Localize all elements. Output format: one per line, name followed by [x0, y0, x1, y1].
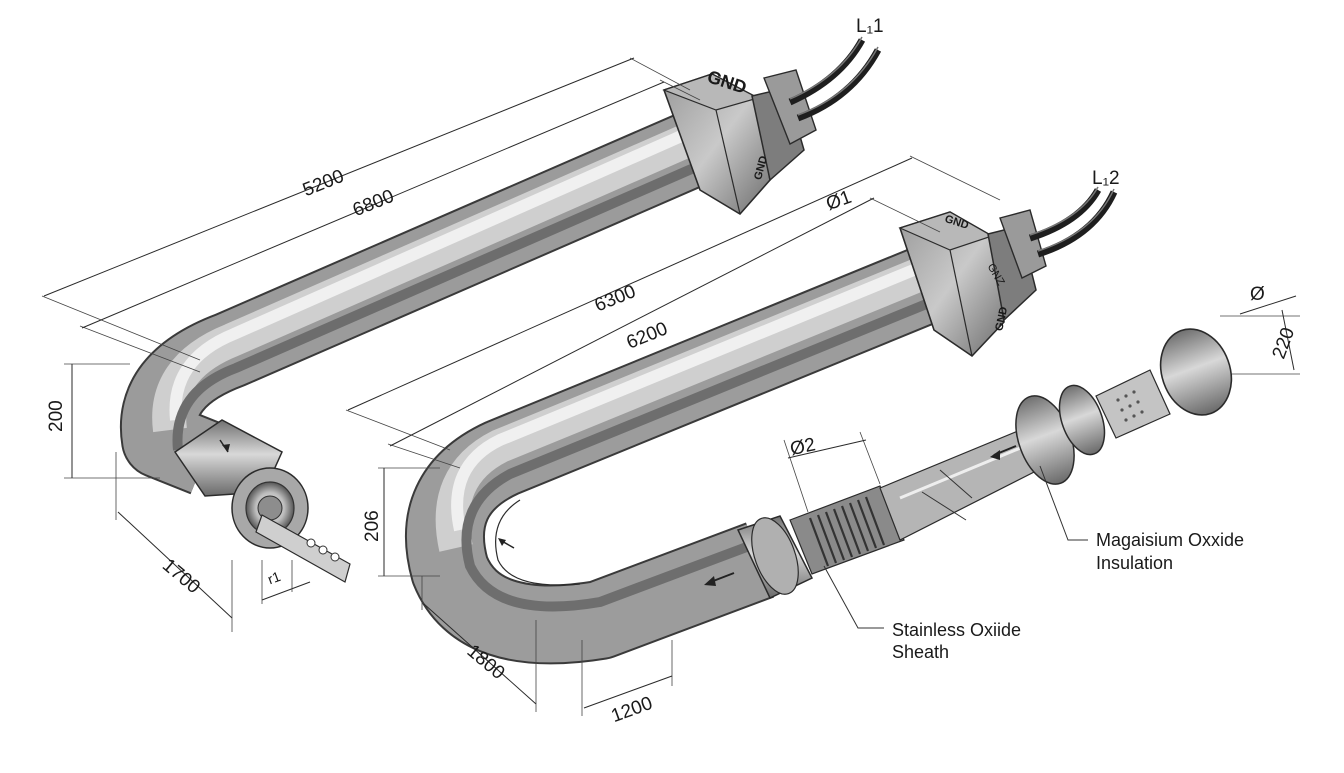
heating-coil: [789, 485, 905, 575]
insulation-label-line1: Magaisium Oxxide: [1096, 530, 1244, 550]
dim-phi: Ø: [1250, 284, 1265, 305]
sheath-label-line1: Stainless Oxiide: [892, 620, 1021, 640]
dim-1700: 1700: [158, 555, 204, 598]
dim-220: 220: [1269, 325, 1300, 362]
dim-6200: 6200: [624, 318, 671, 353]
dim-6800: 6800: [350, 186, 397, 221]
dim-r1: r1: [265, 568, 282, 587]
dim-6300: 6300: [592, 281, 639, 316]
dim-1200: 1200: [608, 693, 655, 727]
dim-5200: 5200: [300, 166, 347, 201]
dim-206: 206: [362, 510, 383, 542]
insulation-label-line2: Insulation: [1096, 553, 1173, 573]
callout-leaders: [823, 465, 1088, 629]
dim-200: 200: [46, 400, 67, 432]
dimension-lines: [41, 57, 1300, 716]
terminal-tab: [255, 514, 351, 583]
exploded-detail: [736, 328, 1233, 600]
left-hex-nut: GND GND: [662, 66, 817, 216]
sheath-label-line2: Sheath: [892, 642, 949, 662]
lead-wires-2: [1028, 186, 1118, 258]
lead-wires-1: [788, 36, 882, 122]
right-heater-tube: [405, 240, 958, 665]
left-heater-tube: [119, 106, 724, 583]
tube-open-end: [231, 467, 309, 549]
dim-o2: Ø2: [788, 434, 817, 460]
lead-label-1: L₁1: [856, 16, 884, 37]
nut2-side-mark-2: GND: [993, 306, 1010, 332]
right-hex-nut: GND GNZ GND: [898, 209, 1047, 358]
lead-label-2: L₁2: [1092, 168, 1120, 189]
